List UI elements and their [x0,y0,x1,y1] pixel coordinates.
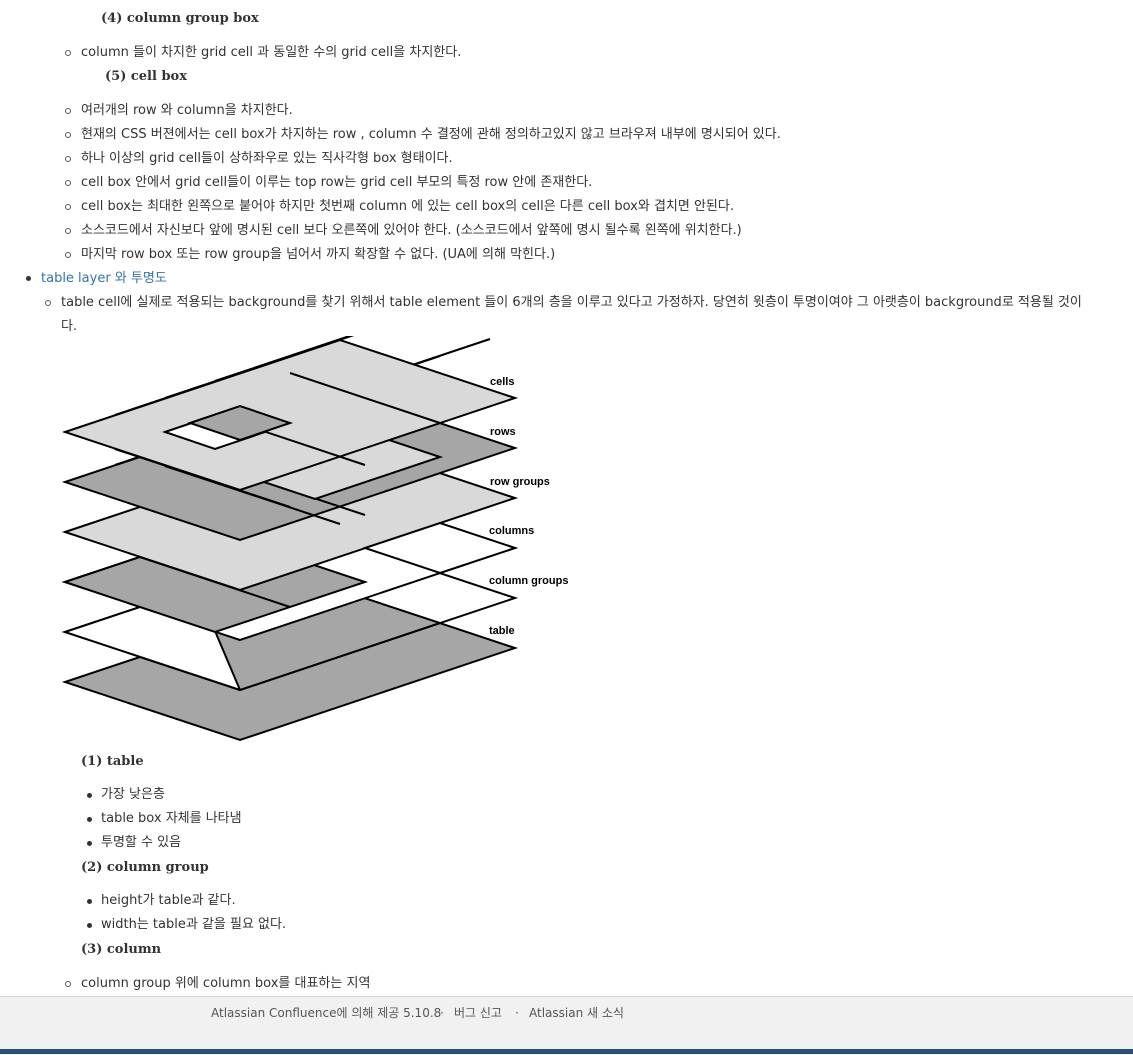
bullet-icon [87,923,92,928]
table-layer-item: table box 자체를 나타냄 [101,811,242,826]
table-layer-item: 투명할 수 있음 [101,835,182,850]
table-layer-item: 가장 낮은층 [101,787,165,802]
bullet-icon [87,841,92,846]
label-cells: cells [490,376,514,388]
footer: Atlassian Confluence에 의해 제공 5.10.8 · 버그 … [0,996,1133,1055]
bullet-icon [87,817,92,822]
circle-bullet-icon [65,228,71,234]
circle-bullet-icon [65,108,71,114]
footer-separator: · [440,1006,444,1020]
table-layers-diagram: cells rows row groups columns column gro… [61,336,568,742]
circle-bullet-icon [65,180,71,186]
cell-box-item: 현재의 CSS 버젼에서는 cell box가 차지하는 row , colum… [81,127,781,142]
column-group-layer-item: height가 table과 같다. [101,893,236,908]
label-column-groups: column groups [489,575,568,587]
circle-bullet-icon [65,132,71,138]
column-group-box-heading: (4) column group box [101,11,259,26]
report-bug-link[interactable]: 버그 신고 [454,1006,502,1020]
circle-bullet-icon [65,252,71,258]
footer-separator: · [515,1006,519,1020]
table-layer-heading: (1) table [81,754,144,769]
cells-layer [61,336,519,525]
circle-bullet-icon [65,156,71,162]
table-layer-description: table cell에 실제로 적용되는 background를 찾기 위해서 … [61,295,1082,310]
cell-box-item: 여러개의 row 와 column을 차지한다. [81,103,293,118]
circle-bullet-icon [65,50,71,56]
cell-box-heading: (5) cell box [105,69,187,84]
cell-box-item: 하나 이상의 grid cell들이 상하좌우로 있는 직사각형 box 형태이… [81,151,453,166]
page-content: (4) column group box column 들이 차지한 grid … [26,11,1082,991]
label-rows: rows [490,426,516,438]
column-group-layer-item: width는 table과 같을 필요 없다. [101,917,287,932]
table-layer-description-continued: 다. [61,319,78,334]
label-table: table [489,625,515,637]
circle-bullet-icon [65,204,71,210]
footer-powered-by-link[interactable]: Atlassian Confluence에 의해 제공 5.10.8 [211,1006,442,1020]
cell-box-item: 소스코드에서 자신보다 앞에 명시된 cell 보다 오른쪽에 있어야 한다. … [81,223,742,238]
circle-bullet-icon [65,981,71,987]
bullet-icon [26,276,31,281]
label-row-groups: row groups [490,476,550,488]
cell-box-item: 마지막 row box 또는 row group을 넘어서 까지 확장할 수 없… [81,247,556,262]
window-bottom-edge [0,1049,1133,1054]
label-columns: columns [489,525,534,537]
bullet-icon [87,899,92,904]
column-group-layer-heading: (2) column group [81,860,209,875]
column-layer-heading: (3) column [81,942,162,957]
bullet-icon [87,793,92,798]
column-group-box-item: column 들이 차지한 grid cell 과 동일한 수의 grid ce… [81,45,462,60]
column-layer-item: column group 위에 column box를 대표하는 지역 [81,976,371,991]
circle-bullet-icon [45,300,51,306]
table-layer-link[interactable]: table layer 와 투명도 [41,271,167,286]
cell-box-item: cell box 안에서 grid cell들이 이루는 top row는 gr… [81,175,593,190]
atlassian-news-link[interactable]: Atlassian 새 소식 [529,1006,624,1020]
cell-box-item: cell box는 최대한 왼쪽으로 붙어야 하지만 첫번째 column 에 … [81,199,734,214]
